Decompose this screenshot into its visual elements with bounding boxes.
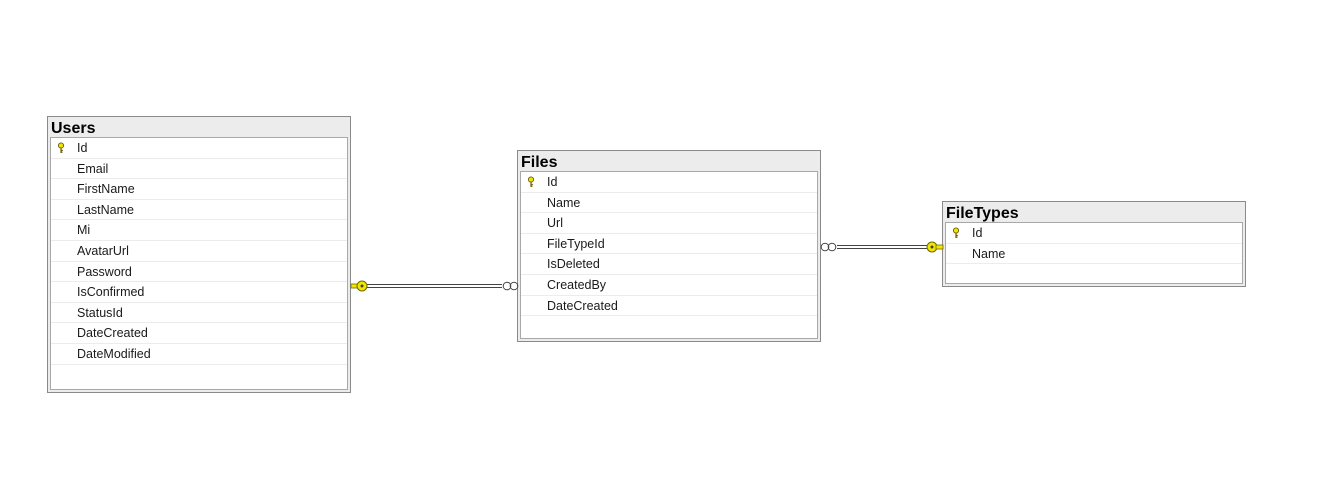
column-name: Password [77,264,132,279]
column-row[interactable]: DateModified [51,344,347,365]
key-icon [350,280,368,292]
column-row[interactable]: Name [521,193,817,214]
infinity-icon [820,242,837,252]
column-name: IsDeleted [547,257,600,272]
column-row[interactable]: StatusId [51,303,347,324]
column-name: Email [77,161,109,176]
column-name: DateModified [77,346,151,361]
column-row[interactable]: FileTypeId [521,234,817,255]
column-name: CreatedBy [547,277,607,292]
column-row[interactable]: Email [51,159,347,180]
column-name: Id [547,175,558,189]
column-row[interactable]: IsDeleted [521,254,817,275]
column-name: DateCreated [547,298,618,313]
column-row[interactable]: DateCreated [51,323,347,344]
primary-key-icon [57,142,65,153]
column-row[interactable]: CreatedBy [521,275,817,296]
column-name: AvatarUrl [77,243,129,258]
column-name: DateCreated [77,326,148,341]
column-name: FirstName [77,182,135,197]
column-row[interactable]: AvatarUrl [51,241,347,262]
column-name: Mi [77,223,91,238]
column-row[interactable]: Url [521,213,817,234]
column-row[interactable]: DateCreated [521,296,817,317]
column-name: Name [547,195,581,210]
column-name: Url [547,216,563,231]
relationship-users-files[interactable] [350,280,519,292]
column-name: FileTypeId [547,236,605,251]
column-row[interactable]: Id [946,223,1242,244]
column-row[interactable]: Id [521,172,817,193]
column-row[interactable]: Name [946,244,1242,265]
infinity-icon [502,281,519,291]
key-icon [926,241,944,253]
column-name: LastName [77,202,134,217]
primary-key-icon [952,227,960,238]
column-row[interactable]: Password [51,262,347,283]
table-title[interactable]: FileTypes [946,205,1019,222]
column-name: Name [972,246,1006,261]
relationship-files-filetypes[interactable] [820,241,944,253]
primary-key-icon [527,176,535,187]
column-row[interactable]: FirstName [51,179,347,200]
column-name: IsConfirmed [77,285,145,300]
column-name: Id [77,141,88,155]
table-title[interactable]: Files [521,154,558,171]
column-name: StatusId [77,305,123,320]
table-title[interactable]: Users [51,120,96,137]
column-row[interactable]: IsConfirmed [51,282,347,303]
column-row[interactable]: Mi [51,220,347,241]
column-row[interactable]: LastName [51,200,347,221]
column-row[interactable]: Id [51,138,347,159]
column-name: Id [972,226,983,240]
